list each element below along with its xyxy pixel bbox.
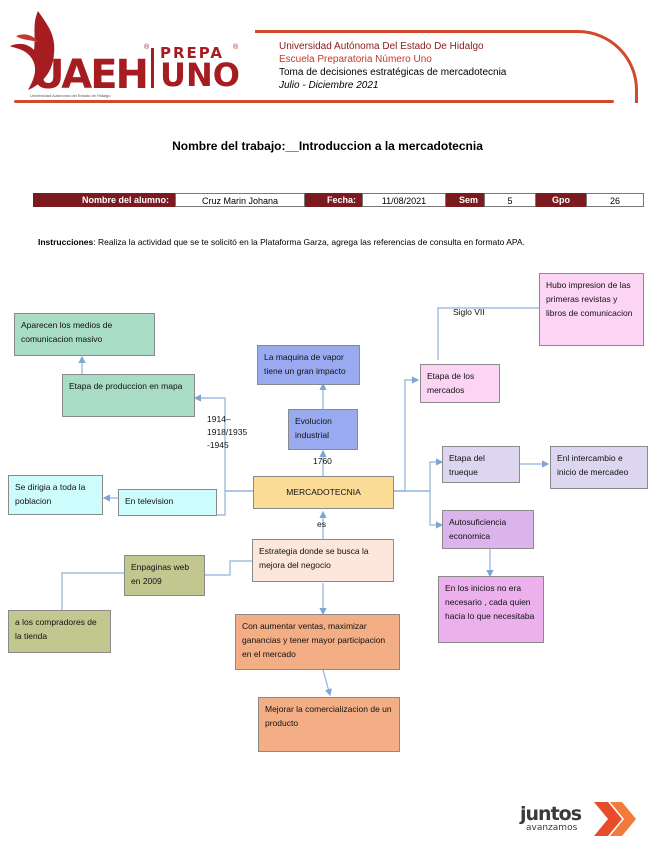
node-television: En television [118,489,217,516]
node-medios-masivos: Aparecen los medios de comunicacion masi… [14,313,155,356]
node-toda-poblacion: Se dirigia a toda la poblacion [8,475,103,515]
sem-value: 5 [484,193,536,207]
student-label: Nombre del alumno: [33,193,175,207]
gpo-value: 26 [586,193,644,207]
node-estrategia: Estrategia donde se busca la mejora del … [252,539,394,582]
registered-mark-2: ® [233,44,239,51]
logo-subtitle: Universidad Autónoma del Estado de Hidal… [30,93,111,98]
center-node: MERCADOTECNIA [253,476,394,509]
date-label: Fecha: [305,193,362,207]
header-divider [14,100,614,103]
node-etapa-produccion: Etapa de produccion en mapa [62,374,195,417]
registered-mark: ® [144,44,150,51]
period: Julio - Diciembre 2021 [279,80,379,91]
logo-divider [151,48,154,88]
logo-uno: UNO [160,56,240,94]
node-etapa-mercados: Etapa de los mercados [420,364,500,403]
gpo-label: Gpo [536,193,586,207]
node-enpaginas: Enpaginas web en 2009 [124,555,205,596]
lion-logo-icon [10,11,55,90]
date-value: 11/08/2021 [362,193,446,207]
university-name: Universidad Autónoma Del Estado De Hidal… [279,41,484,52]
instructions-label: Instrucciones [38,237,94,247]
instructions: Instrucciones: Realiza la actividad que … [38,235,598,250]
siglo-label: Siglo VII [453,307,485,317]
node-etapa-trueque: Etapa del trueque [442,446,520,483]
header-info: Universidad Autónoma Del Estado De Hidal… [279,40,506,92]
node-maquina-vapor: La maquina de vapor tiene un gran impact… [257,345,360,385]
node-compradores: a los compradores de la tienda [8,610,111,653]
student-value: Cruz Marin Johana [175,193,305,207]
node-inicios: En los inicios no era necesario , cada q… [438,576,544,643]
node-mejorar: Mejorar la comercializacion de un produc… [258,697,400,752]
years-production: 1914– 1918/1935 -1945 [207,414,248,450]
year-1760: 1760 [313,456,332,466]
node-intercambio: Enl intercambio e inicio de mercadeo [550,446,648,489]
page-title: Nombre del trabajo:__Introduccion a la m… [172,139,483,153]
chevrons-icon [594,802,636,836]
juntos-text: juntos [520,803,582,825]
node-autosuficiencia: Autosuficiencia economica [442,510,534,549]
sem-label: Sem [446,193,484,207]
node-aumentar: Con aumentar ventas, maximizar ganancias… [235,614,400,670]
node-impresion: Hubo impresion de las primeras revistas … [539,273,644,346]
node-evolucion: Evolucion industrial [288,409,358,450]
avanzamos-text: avanzamos [526,823,578,833]
logo-uaeh: UAEH [32,52,149,98]
instructions-text: : Realiza la actividad que se te solicit… [93,237,525,247]
school-name: Escuela Preparatoria Número Uno [279,54,432,65]
es-label: es [317,519,326,529]
logo-prepa: PREPA [160,44,225,62]
course-name: Toma de decisiones estratégicas de merca… [279,67,507,78]
juntos-logo: juntos avanzamos [520,803,582,833]
